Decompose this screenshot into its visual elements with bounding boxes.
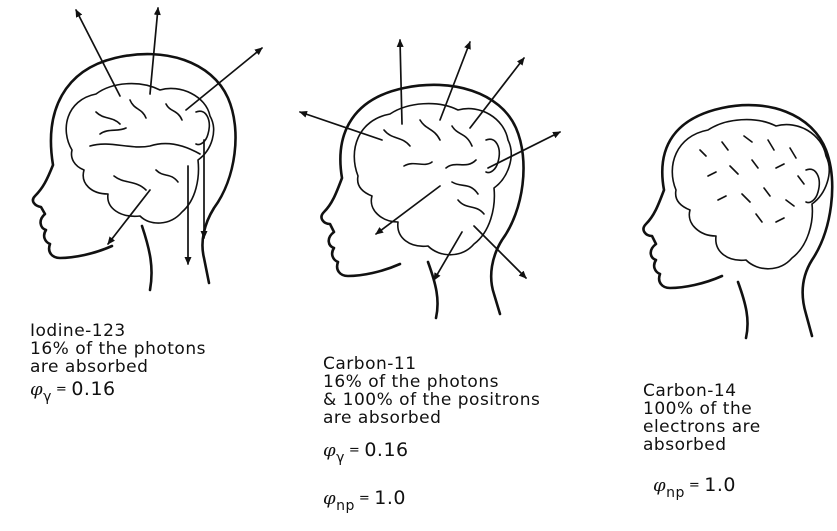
ear-iodine xyxy=(196,111,209,144)
caption-line: 16% of the photons xyxy=(323,373,540,391)
caption-line: absorbed xyxy=(643,436,761,454)
emission-arrow xyxy=(400,40,402,124)
isotope-name: Carbon-14 xyxy=(643,382,761,400)
head-carbon-14 xyxy=(644,105,833,338)
isotope-name: Carbon-11 xyxy=(323,355,540,373)
caption-line: electrons are xyxy=(643,418,761,436)
equals-sign: = xyxy=(345,443,364,458)
emission-arrow xyxy=(300,112,382,140)
emission-arrow xyxy=(186,48,262,110)
formula-symbol: φ xyxy=(323,440,336,461)
caption-line: 100% of the xyxy=(643,400,761,418)
formula-phi-gamma: φγ=0.16 xyxy=(323,439,540,469)
caption-carbon-14: Carbon-14 100% of the electrons are abso… xyxy=(643,382,761,504)
emission-arrow xyxy=(434,232,462,280)
emission-arrow xyxy=(474,226,526,278)
formula-phi-np: φnp=1.0 xyxy=(323,487,540,517)
ear-carbon14 xyxy=(806,169,819,202)
equals-sign: = xyxy=(685,478,704,493)
caption-carbon-11: Carbon-11 16% of the photons & 100% of t… xyxy=(323,355,540,517)
formula-subscript: γ xyxy=(43,389,52,405)
head-outline-carbon14 xyxy=(644,105,833,338)
formula-value: 1.0 xyxy=(374,487,406,509)
caption-line: & 100% of the positrons xyxy=(323,391,540,409)
emission-arrow xyxy=(150,8,158,94)
formula-value: 0.16 xyxy=(71,378,115,400)
caption-line: are absorbed xyxy=(30,358,206,376)
head-iodine-123 xyxy=(33,8,262,290)
emission-arrow xyxy=(108,190,150,244)
formula-phi-gamma: φγ=0.16 xyxy=(30,378,206,408)
formula-value: 0.16 xyxy=(364,439,408,461)
emission-arrow xyxy=(376,186,440,234)
formula-symbol: φ xyxy=(30,379,43,400)
head-carbon-11 xyxy=(300,40,560,318)
brain-carbon14 xyxy=(672,120,829,269)
isotope-name: Iodine-123 xyxy=(30,322,206,340)
caption-line: 16% of the photons xyxy=(30,340,206,358)
emission-arrow xyxy=(76,10,120,96)
formula-phi-np: φnp=1.0 xyxy=(653,474,761,504)
formula-symbol: φ xyxy=(323,488,336,509)
formula-subscript: γ xyxy=(336,450,345,466)
head-outline-carbon11 xyxy=(322,85,524,318)
equals-sign: = xyxy=(355,491,374,506)
formula-subscript: np xyxy=(666,485,685,501)
head-outline-iodine xyxy=(33,54,236,290)
formula-value: 1.0 xyxy=(704,474,736,496)
formula-subscript: np xyxy=(336,498,355,514)
caption-iodine-123: Iodine-123 16% of the photons are absorb… xyxy=(30,322,206,408)
caption-line: are absorbed xyxy=(323,409,540,427)
equals-sign: = xyxy=(52,382,71,397)
formula-symbol: φ xyxy=(653,475,666,496)
